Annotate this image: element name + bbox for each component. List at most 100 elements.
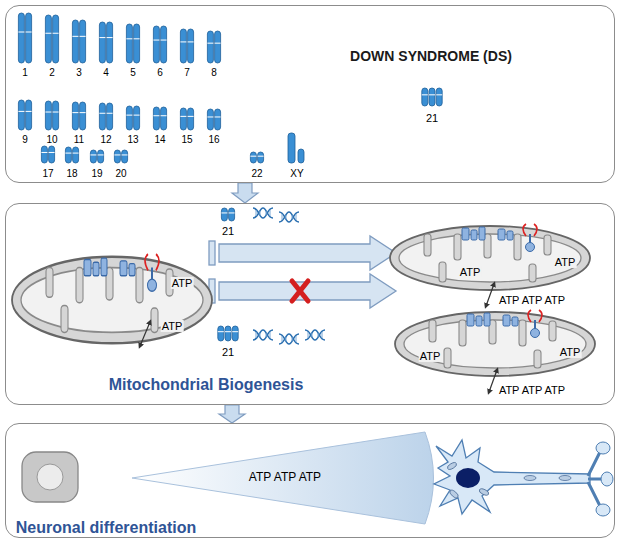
chromosome [45, 15, 51, 63]
chromosome [49, 146, 55, 163]
chromosome [122, 150, 128, 163]
chromosome-number: 4 [102, 67, 110, 78]
centromere [436, 94, 442, 95]
dna-icon [253, 330, 273, 340]
mitochondrion [390, 224, 590, 290]
chromosome [73, 147, 79, 163]
centromere [53, 33, 59, 34]
centromere [72, 36, 78, 37]
dna-icon [279, 334, 299, 344]
centromere [258, 156, 264, 157]
panel-band: DOWN SYNDROME (DS) [5, 5, 615, 183]
chromosome [18, 100, 24, 130]
chromosome [215, 31, 221, 63]
centromere [99, 113, 105, 114]
chromosome [225, 326, 231, 341]
chromosome-number: 21 [221, 225, 235, 237]
centromere [161, 40, 167, 41]
chromosome [215, 109, 221, 130]
chromosome-number: 6 [156, 67, 164, 78]
centromere [229, 212, 235, 213]
chromosome [298, 149, 304, 163]
centromere [45, 33, 51, 34]
chromosome [72, 102, 78, 130]
chromosome [134, 24, 140, 63]
centromere [122, 154, 128, 155]
centromere [18, 111, 24, 112]
chromosome [161, 107, 167, 130]
chromosome-number: 8 [210, 67, 218, 78]
chromosome [258, 152, 264, 163]
centromere [422, 94, 428, 95]
centromere [153, 115, 159, 116]
centromere [41, 152, 47, 153]
chromosome [26, 100, 32, 130]
chromosome [99, 22, 105, 63]
atp-label: ATP [459, 266, 482, 278]
centromere [180, 41, 186, 42]
centromere [107, 37, 113, 38]
chromosome-number: 12 [99, 134, 112, 145]
process-arrows [209, 236, 396, 308]
chromosome [53, 15, 59, 63]
centromere [232, 331, 238, 332]
chromosome-number: 18 [65, 168, 78, 179]
centromere [45, 112, 51, 113]
chromosome [107, 103, 113, 130]
chromosome [161, 26, 167, 63]
mitochondrion [395, 310, 595, 376]
chromosome [53, 101, 59, 130]
chromosome [114, 150, 120, 163]
centromere [161, 115, 167, 116]
centromere [188, 41, 194, 42]
chromosome [250, 152, 256, 163]
chromosome [180, 29, 186, 63]
chromosome-number: 14 [153, 134, 166, 145]
chromosome [18, 13, 24, 63]
chromosome [429, 88, 435, 106]
chromosome [80, 102, 86, 130]
flow-arrow [219, 405, 245, 423]
centromere [65, 153, 71, 154]
centromere [429, 94, 435, 95]
mitochondrion [12, 254, 212, 343]
chromosome-number: 22 [250, 168, 263, 179]
block-mark [292, 281, 308, 301]
centromere [18, 32, 24, 33]
chromosome-number: 15 [180, 134, 193, 145]
chromosome [180, 108, 186, 130]
atp-cone [132, 432, 434, 524]
chromosome [126, 24, 132, 63]
chromosome-number: 5 [129, 67, 137, 78]
chromosome-number: 21 [221, 346, 235, 358]
chromosome [45, 101, 51, 130]
centromere [134, 115, 140, 116]
chromosome-number: 20 [114, 168, 127, 179]
chromosome-number: 16 [207, 134, 220, 145]
panel-title: DOWN SYNDROME (DS) [350, 48, 512, 64]
centromere [221, 212, 227, 213]
chromosome [99, 103, 105, 130]
centromere [207, 116, 213, 117]
centromere [73, 153, 79, 154]
centromere [215, 116, 221, 117]
chromosome [65, 147, 71, 163]
chromosome [153, 107, 159, 130]
centromere [26, 111, 32, 112]
centromere [207, 43, 213, 44]
chromosome-number: 7 [183, 67, 191, 78]
centromere [99, 37, 105, 38]
chromosome [207, 31, 213, 63]
chromosome-number: 19 [90, 168, 103, 179]
centromere [153, 40, 159, 41]
flow-arrow [232, 183, 258, 203]
atp-label: ATP [171, 277, 194, 289]
centromere [26, 32, 32, 33]
centromere [80, 112, 86, 113]
centromere [126, 115, 132, 116]
progenitor-cell [22, 452, 78, 502]
chromosome [134, 106, 140, 130]
chromosome [221, 208, 227, 221]
chromosome-number: 11 [73, 134, 85, 145]
